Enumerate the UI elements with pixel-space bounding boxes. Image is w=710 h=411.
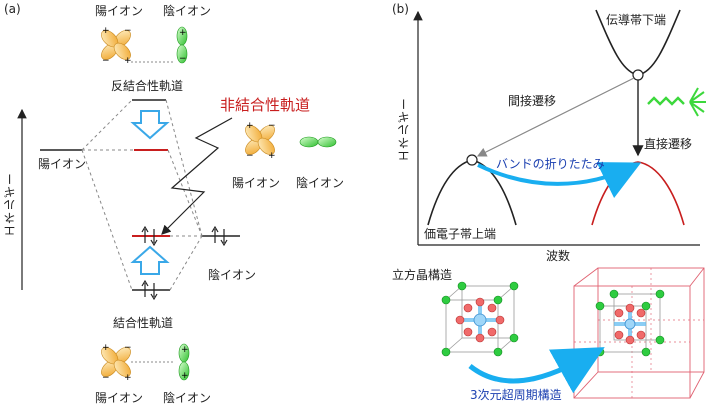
svg-text:−: − <box>246 151 254 161</box>
svg-text:−: − <box>102 56 110 66</box>
top-cation-label: 陽イオン <box>95 4 144 18</box>
bottom-cation-d-orbital-icon: + − − + <box>98 343 134 383</box>
folded-valence-band-curve <box>591 161 685 226</box>
indirect-transition-arrow <box>476 77 635 157</box>
svg-text:+: + <box>179 28 187 38</box>
svg-text:+: + <box>246 121 254 131</box>
direct-transition-label: 直接遷移 <box>644 137 693 151</box>
superlattice-arrow <box>468 347 605 394</box>
top-anion-p-orbital-icon: +− <box>176 26 188 64</box>
svg-text:−: − <box>102 373 110 383</box>
superlattice-label: 3次元超周期構造 <box>470 388 562 402</box>
svg-text:+: + <box>268 151 276 161</box>
bottom-anion-label: 陰イオン <box>163 391 212 405</box>
vbm-label: 価電子帯上端 <box>424 227 497 241</box>
svg-text:+: + <box>181 371 189 381</box>
nonbonding-zigzag-arrow <box>161 117 233 235</box>
svg-text:+: + <box>181 345 189 355</box>
bottom-cation-label: 陽イオン <box>95 391 144 405</box>
indirect-transition-label: 間接遷移 <box>508 94 557 108</box>
nonbonding-cation-d-orbital-icon: + − − + <box>242 121 278 161</box>
nonbonding-label: 非結合性軌道 <box>220 96 311 114</box>
svg-text:+: + <box>124 56 132 66</box>
cbm-point <box>632 69 644 81</box>
svg-text:−: − <box>179 54 187 64</box>
bottom-anion-p-orbital-icon: ++ <box>178 343 190 381</box>
bonding-label: 結合性軌道 <box>113 316 174 330</box>
cation-left-label: 陽イオン <box>38 157 87 171</box>
svg-text:+: + <box>102 26 110 36</box>
svg-text:+: + <box>102 343 110 353</box>
svg-text:−: − <box>124 26 132 36</box>
energy-axis-label: エネルギー <box>3 172 17 237</box>
top-cation-d-orbital-icon: + − − + <box>98 26 134 66</box>
svg-text:−: − <box>268 121 276 131</box>
cubic-crystal-structure <box>441 281 519 357</box>
light-emission-icon <box>647 87 706 117</box>
panel-a-label: (a) <box>4 2 21 16</box>
panel-b-label: (b) <box>392 2 409 16</box>
svg-text:+: + <box>124 373 132 383</box>
band-folding-label: バンドの折りたたみ <box>496 157 605 171</box>
mid-cation-label: 陽イオン <box>232 176 281 190</box>
wavevector-label: 波数 <box>546 249 571 263</box>
mid-anion-label: 陰イオン <box>296 176 345 190</box>
antibonding-label: 反結合性軌道 <box>111 79 184 93</box>
bonding-up-arrow-icon <box>130 245 170 275</box>
superlattice-structure <box>573 267 705 399</box>
svg-text:−: − <box>124 343 132 353</box>
cbm-label: 伝導帯下端 <box>606 13 667 27</box>
nonbonding-anion-p-orbital-icon <box>299 136 337 148</box>
top-anion-label: 陰イオン <box>163 4 212 18</box>
mo-diagram <box>40 99 240 301</box>
cubic-structure-label: 立方晶構造 <box>392 268 453 282</box>
band-folding-arrow <box>477 162 642 199</box>
antibonding-down-arrow-icon <box>130 110 170 140</box>
band-energy-axis-label: エネルギー <box>397 97 411 162</box>
vbm-point <box>466 154 478 166</box>
anion-right-label: 陰イオン <box>208 268 257 282</box>
